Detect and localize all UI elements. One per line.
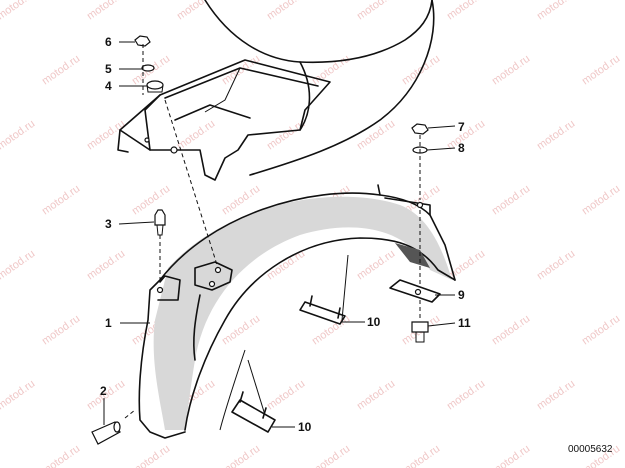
watermark-text: motod.ru: [265, 378, 307, 413]
watermark-text: motod.ru: [265, 118, 307, 153]
watermark-text: motod.ru: [130, 183, 172, 218]
callout-1: 1: [105, 316, 112, 330]
callout-6: 6: [105, 35, 112, 49]
watermark-text: motod.ru: [490, 183, 532, 218]
watermark-text: motod.ru: [310, 53, 352, 88]
watermark-text: motod.ru: [85, 118, 127, 153]
watermark-text: motod.ru: [310, 313, 352, 348]
frame-section: [117, 0, 435, 181]
watermark-text: motod.ru: [85, 248, 127, 283]
watermark-text: motod.ru: [130, 443, 172, 468]
watermark-text: motod.ru: [445, 0, 487, 22]
watermark-text: motod.ru: [175, 0, 217, 22]
callout-labels: 6 5 4 3 7 8 1 9 10 11 2 10: [100, 35, 471, 434]
watermark-text: motod.ru: [40, 313, 82, 348]
reference-number: 00005632: [568, 444, 613, 455]
watermark-text: motod.ru: [490, 313, 532, 348]
callout-9: 9: [458, 288, 465, 302]
watermark-text: motod.ru: [355, 378, 397, 413]
watermark-text: motod.ru: [580, 53, 622, 88]
callout-5: 5: [105, 62, 112, 76]
watermark-text: motod.ru: [0, 0, 37, 22]
callout-10-lower: 10: [298, 420, 312, 434]
watermark-text: motod.ru: [355, 0, 397, 22]
watermark-text: motod.ru: [265, 0, 307, 22]
watermark-text: motod.ru: [220, 443, 262, 468]
rear-fender: [138, 184, 456, 439]
callout-3: 3: [105, 217, 112, 231]
watermark-text: motod.ru: [490, 443, 532, 468]
watermark-text: motod.ru: [40, 443, 82, 468]
watermark-text: motod.ru: [580, 183, 622, 218]
watermark-text: motod.ru: [445, 118, 487, 153]
grommet-4: [146, 80, 164, 93]
bracket-10-upper: [299, 295, 346, 325]
watermark-text: motod.ru: [175, 118, 217, 153]
watermark-text: motod.ru: [580, 313, 622, 348]
watermark-text: motod.ru: [220, 53, 262, 88]
sleeve-2: [91, 421, 121, 445]
watermark-text: motod.ru: [355, 248, 397, 283]
callout-2: 2: [100, 384, 107, 398]
callout-10-upper: 10: [367, 315, 381, 329]
watermark-text: motod.ru: [535, 248, 577, 283]
nut-7: [411, 123, 429, 135]
watermark-text: motod.ru: [535, 0, 577, 22]
nut-6: [134, 35, 151, 47]
watermark-text: motod.ru: [40, 53, 82, 88]
callout-4: 4: [105, 79, 112, 93]
callout-11: 11: [458, 316, 471, 330]
watermark-text: motod.ru: [40, 183, 82, 218]
callout-7: 7: [458, 120, 465, 134]
leader-lines: [103, 41, 456, 428]
bracket-10-lower: [231, 391, 276, 433]
watermark-text: motod.ru: [490, 53, 532, 88]
callout-8: 8: [458, 141, 465, 155]
watermark-text: motod.ru: [265, 248, 307, 283]
watermark-text: motod.ru: [0, 118, 37, 153]
bolt-11: [411, 321, 429, 343]
bracket-9: [389, 279, 441, 303]
watermark-text: motod.ru: [445, 378, 487, 413]
watermark-text: motod.ru: [535, 378, 577, 413]
watermark-text: motod.ru: [535, 118, 577, 153]
stud-3: [154, 209, 166, 236]
watermark-text: motod.ru: [85, 0, 127, 22]
washer-5: [141, 64, 155, 72]
watermark-text: motod.ru: [0, 248, 37, 283]
watermark-text: motod.ru: [400, 443, 442, 468]
watermark-text: motod.ru: [310, 443, 352, 468]
watermark-text: motod.ru: [0, 378, 37, 413]
